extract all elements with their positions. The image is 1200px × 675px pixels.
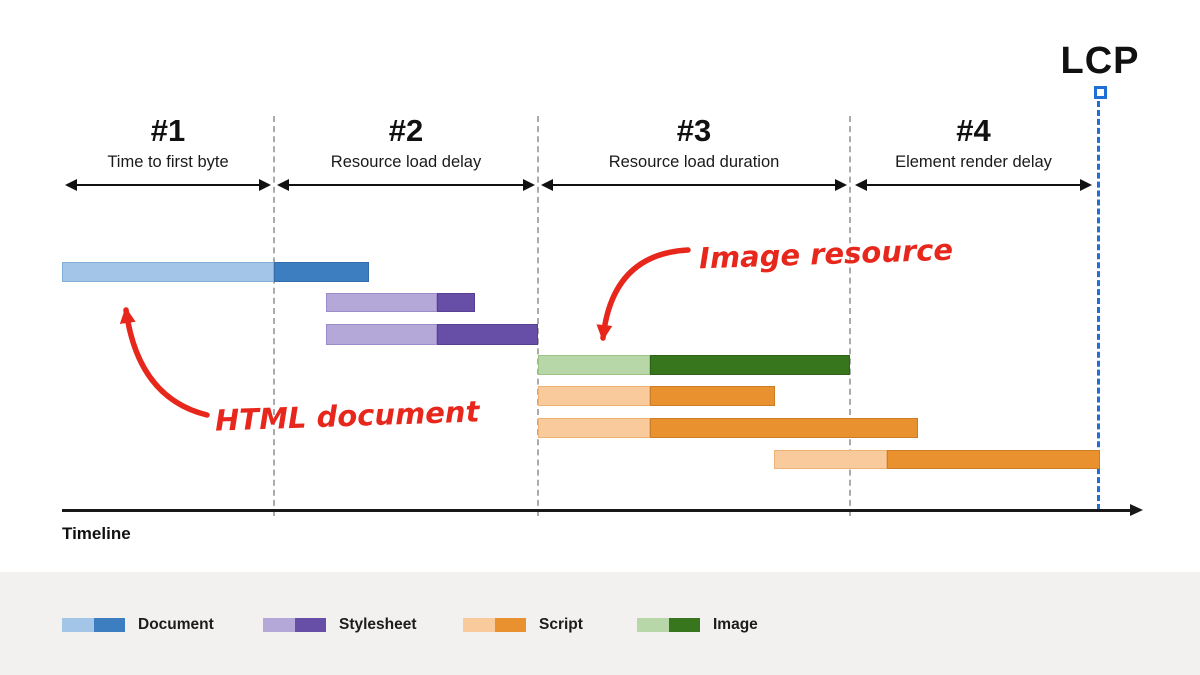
lcp-dashed-line [1097, 101, 1100, 510]
phase-4-header: #4 Element render delay [852, 112, 1095, 192]
stylesheet-bar-light-segment [326, 293, 437, 312]
lcp-title: LCP [1060, 40, 1140, 82]
stylesheet-bar-light-segment [326, 324, 437, 345]
phase-3-label: Resource load duration [608, 153, 780, 171]
script-bar-dark-segment [887, 450, 1100, 469]
phase-4-number: #4 [956, 113, 991, 148]
image-resource-annotation: Image resource [698, 232, 954, 276]
phase-4-label: Element render delay [895, 153, 1052, 171]
phase-1-label: Time to first byte [107, 153, 229, 171]
image-bar-dark-segment [650, 355, 850, 375]
document-swatch-icon [62, 618, 125, 632]
phase-divider-1 [273, 116, 275, 516]
stylesheet-bar-dark-segment [437, 324, 538, 345]
legend-band [0, 572, 1200, 675]
legend-item-image: Image [637, 615, 758, 635]
phase-2-number: #2 [388, 113, 424, 148]
phase-2-extent-arrow [277, 177, 535, 192]
script-bar-light-segment [538, 386, 650, 406]
legend-item-document: Document [62, 615, 214, 635]
legend-label-document: Document [138, 616, 214, 633]
phase-divider-2 [537, 116, 539, 516]
script-bar-dark-segment [650, 418, 918, 438]
image-bar-light-segment [538, 355, 650, 375]
phase-3-extent-arrow [541, 177, 847, 192]
legend-label-stylesheet: Stylesheet [339, 616, 417, 633]
document-bar-light-segment [62, 262, 274, 282]
legend-label-image: Image [713, 616, 758, 633]
phase-1-number: #1 [150, 113, 186, 148]
html-document-annotation: HTML document [214, 394, 480, 438]
phase-1-extent-arrow [65, 177, 271, 192]
html-document-arrow [119, 307, 210, 418]
lcp-marker-icon [1094, 86, 1107, 99]
document-bar-dark-segment [274, 262, 369, 282]
timeline-axis [62, 504, 1143, 515]
image-resource-arrow [596, 247, 691, 341]
legend-label-script: Script [539, 616, 583, 633]
stylesheet-bar-dark-segment [437, 293, 475, 312]
legend-item-script: Script [463, 615, 583, 635]
phase-3-header: #3 Resource load duration [538, 112, 850, 192]
phase-divider-3 [849, 116, 851, 516]
script-bar-dark-segment [650, 386, 775, 406]
image-swatch-icon [637, 618, 700, 632]
script-bar-light-segment [774, 450, 887, 469]
phase-1-header: #1 Time to first byte [62, 112, 274, 192]
script-bar-light-segment [538, 418, 650, 438]
script-swatch-icon [463, 618, 526, 632]
stylesheet-swatch-icon [263, 618, 326, 632]
phase-2-label: Resource load delay [330, 153, 482, 171]
timeline-label: Timeline [62, 524, 131, 543]
legend-item-stylesheet: Stylesheet [263, 615, 417, 635]
phase-2-header: #2 Resource load delay [274, 112, 538, 192]
phase-3-number: #3 [676, 113, 712, 148]
phase-4-extent-arrow [855, 177, 1092, 192]
